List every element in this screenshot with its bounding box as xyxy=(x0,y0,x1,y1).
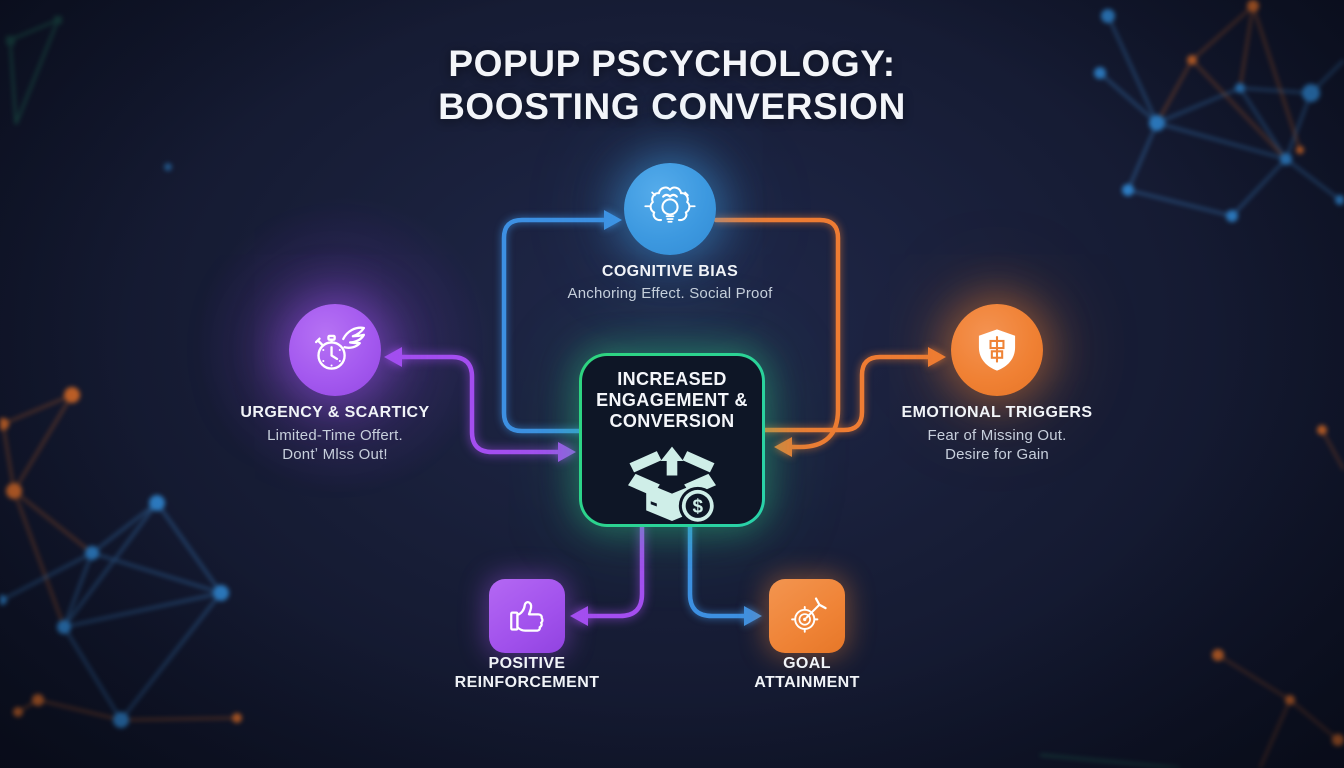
brain-lightbulb-icon xyxy=(644,186,696,223)
dollar-sign-glyph: $ xyxy=(693,497,704,518)
arrowhead-into-center-left xyxy=(558,442,576,462)
node-increased-engagement: INCREASED ENGAGEMENT & CONVERSION xyxy=(579,353,765,527)
node-cognitive-bias xyxy=(624,163,716,255)
arrowhead-into-emotional xyxy=(928,347,946,367)
center-title-line2: ENGAGEMENT & xyxy=(596,390,748,410)
urgency-sublabel-2: Dontʼ Mlss Out! xyxy=(282,446,388,463)
cognitive-bias-label: COGNITIVE BIAS xyxy=(601,263,739,280)
arrowhead-into-center-right xyxy=(774,437,792,457)
arrowhead-into-urgency xyxy=(384,347,402,367)
urgency-sublabel-1: Limited-Time Offert. xyxy=(267,427,403,444)
node-goal-attainment xyxy=(769,579,845,653)
page-title-line2: BOOSTING CONVERSION xyxy=(438,86,906,128)
arrow-center-to-positive xyxy=(585,521,645,619)
positive-label-line1: POSITIVE xyxy=(488,655,566,672)
emotional-triggers-label: EMOTIONAL TRIGGERS xyxy=(901,404,1093,421)
emotional-sublabel-1: Fear of Missing Out. xyxy=(927,427,1067,444)
shield-icon xyxy=(978,329,1016,371)
page-title-line1: POPUP PSCYCHOLOGY: xyxy=(448,43,896,84)
urgency-label: URGENCY & SCARTICY xyxy=(240,404,430,421)
winged-stopwatch-icon xyxy=(314,326,366,370)
open-box-dollar-icon: $ xyxy=(628,446,717,524)
goal-label-line2: ATTAINMENT xyxy=(754,674,860,691)
arrowhead-into-positive xyxy=(570,606,588,626)
goal-label-line1: GOAL xyxy=(783,655,831,672)
positive-label-line2: REINFORCEMENT xyxy=(454,674,600,691)
cognitive-bias-sublabel: Anchoring Effect. Social Proof xyxy=(567,285,773,302)
node-positive-reinforcement xyxy=(489,579,565,653)
arrowhead-into-cognitive xyxy=(604,210,622,230)
page-title: POPUP PSCYCHOLOGY: BOOSTING CONVERSION xyxy=(0,42,1344,129)
emotional-sublabel-2: Desire for Gain xyxy=(945,446,1049,463)
thumbs-up-icon xyxy=(510,601,544,632)
center-title-line1: INCREASED xyxy=(617,369,727,389)
center-box-title: INCREASED ENGAGEMENT & CONVERSION xyxy=(596,369,748,432)
arrow-center-to-goal xyxy=(687,521,747,619)
target-dart-icon xyxy=(791,597,827,633)
center-box-inner: INCREASED ENGAGEMENT & CONVERSION xyxy=(582,356,762,524)
center-title-line3: CONVERSION xyxy=(609,411,735,431)
node-emotional-triggers xyxy=(951,304,1043,396)
node-urgency-scarcity xyxy=(289,304,381,396)
arrowhead-into-goal xyxy=(744,606,762,626)
